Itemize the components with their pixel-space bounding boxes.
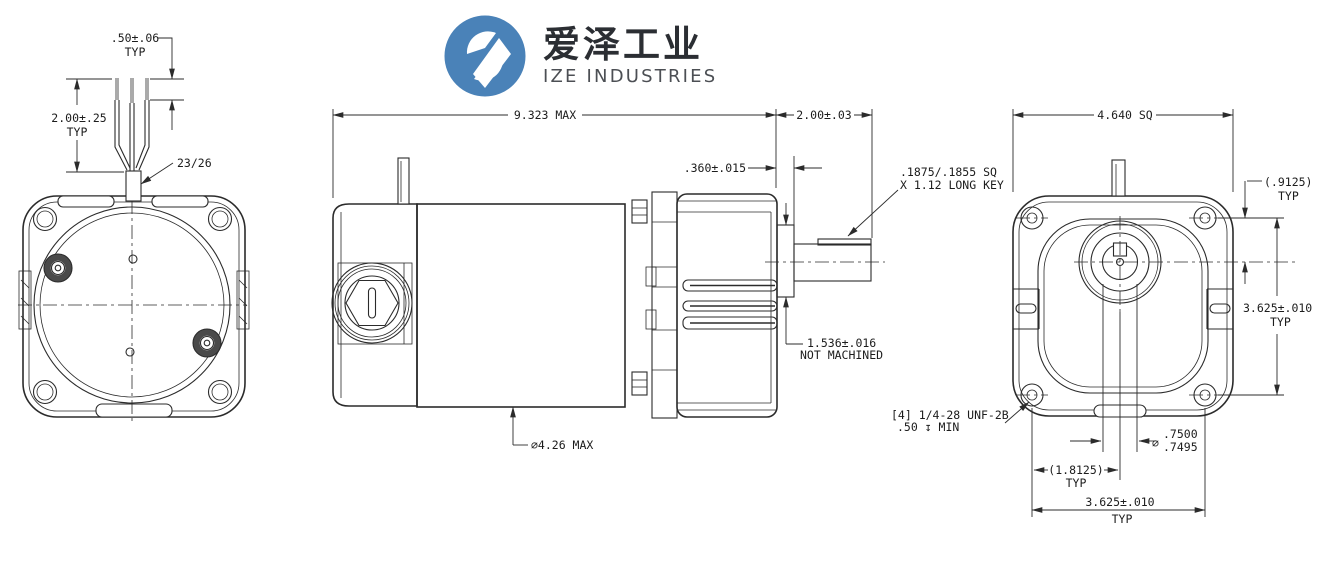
dim-lead-gauge: 23/26 <box>177 156 212 170</box>
dim-boss-line2: NOT MACHINED <box>800 348 883 362</box>
output-shaft <box>765 224 885 298</box>
dim-lead-strip: .50±.06 <box>111 31 160 45</box>
dim-lead-length-typ: TYP <box>67 125 88 139</box>
rear-view-dimensions: 4.640 SQ (.9125) TYP 3.625±.010 TYP [4] … <box>891 107 1312 526</box>
dim-boss-face: .360±.015 <box>684 161 746 175</box>
rear-bearing-cap <box>331 262 413 345</box>
lead-wires <box>114 78 150 202</box>
front-corner-holes <box>32 206 233 405</box>
dim-bolt-span-h-typ: TYP <box>1112 512 1133 526</box>
dim-bolt-half-span: (1.8125) <box>1048 463 1103 477</box>
rear-view <box>1012 159 1296 418</box>
gearbox-ribs <box>682 279 778 330</box>
dim-shaft-offset-typ: TYP <box>1278 189 1299 203</box>
front-view <box>18 78 250 421</box>
dim-shaft-dia-hi: .7500 <box>1163 427 1198 441</box>
logo-company-name-en: IZE INDUSTRIES <box>543 65 718 87</box>
dim-overall-length: 9.323 MAX <box>514 108 576 122</box>
dim-lead-length: 2.00±.25 <box>51 111 106 125</box>
dim-tap-line2: .50 ↧ MIN <box>897 420 959 434</box>
dim-bolt-half-span-typ: TYP <box>1066 476 1087 490</box>
side-view <box>331 157 885 419</box>
gearbox-housing <box>676 193 778 418</box>
dim-lead-strip-typ: TYP <box>125 45 146 59</box>
dim-face-square: 4.640 SQ <box>1097 108 1152 122</box>
rear-mounting-holes <box>1016 206 1221 407</box>
dim-shaft-extension: 2.00±.03 <box>796 108 851 122</box>
ize-logo: 爱泽工业 IZE INDUSTRIES <box>443 14 717 98</box>
logo-company-name-cn: 爱泽工业 <box>543 22 703 66</box>
front-thru-bolts <box>43 253 222 358</box>
dim-shaft-offset: (.9125) <box>1264 175 1312 189</box>
front-view-dimensions: .50±.06 TYP 2.00±.25 TYP 23/26 <box>51 31 212 185</box>
dim-bolt-span-v: 3.625±.010 <box>1243 301 1312 315</box>
dim-key-line2: X 1.12 LONG KEY <box>900 178 1004 192</box>
logo-text: 爱泽工业 IZE INDUSTRIES <box>543 26 717 87</box>
dim-bolt-span-v-typ: TYP <box>1270 315 1291 329</box>
rear-side-slots <box>1013 288 1233 330</box>
side-view-dimensions: 9.323 MAX 2.00±.03 .360±.015 .1875/.1855… <box>332 107 1004 452</box>
dim-shaft-dia-lo: .7495 <box>1163 440 1198 454</box>
dim-body-dia: ⌀4.26 MAX <box>531 438 593 452</box>
ize-logo-mark-icon <box>444 15 526 97</box>
dim-shaft-dia-sym: ⌀ <box>1152 436 1159 450</box>
dim-bolt-span-h: 3.625±.010 <box>1085 495 1154 509</box>
gearbox-flange <box>631 191 678 419</box>
dim-boss-line1: 1.536±.016 <box>807 336 876 350</box>
dim-key-line1: .1875/.1855 SQ <box>900 165 997 179</box>
dim-tap-line1: [4] 1/4-28 UNF-2B <box>891 408 1009 422</box>
